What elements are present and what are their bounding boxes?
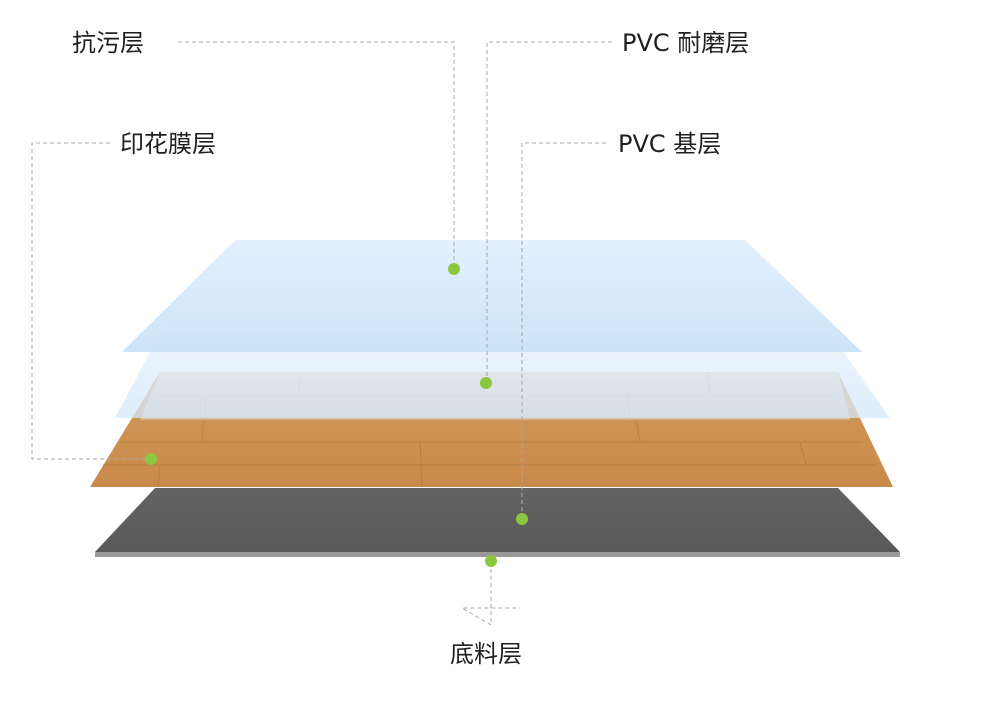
label-pvc-base-layer: PVC 基层 [618,130,722,158]
anti-stain-layer-shape [122,240,862,352]
leader-lines [31,41,612,626]
leader-anti-stain [178,41,455,268]
leader-wear [486,41,612,382]
markers [145,263,528,567]
marker-anti-stain [448,263,460,275]
label-bottom-layer: 底料层 [450,640,522,668]
leader-bottom [460,562,520,626]
label-anti-stain-layer: 抗污层 [72,29,144,57]
marker-bottom [485,555,497,567]
label-pvc-wear-layer: PVC 耐磨层 [622,29,750,57]
pvc-base-layer-shape [95,488,900,557]
label-print-film-layer: 印花膜层 [120,130,216,158]
leader-print [31,142,150,460]
marker-base [516,513,528,525]
leader-base [521,142,606,518]
marker-wear [480,377,492,389]
marker-print [145,453,157,465]
